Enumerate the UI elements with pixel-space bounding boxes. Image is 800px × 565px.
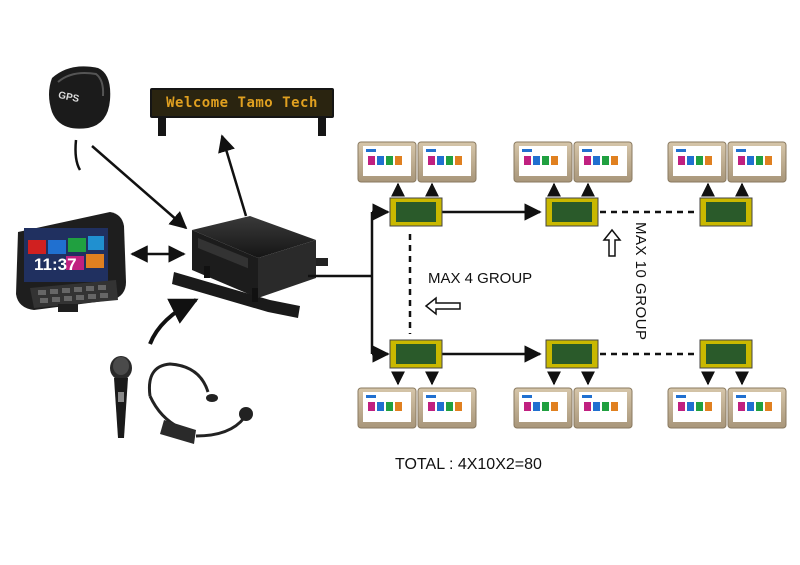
monitor-feed-arrows (391, 182, 749, 386)
led-sign-icon (150, 88, 334, 136)
passenger-monitor-bottom-6 (727, 387, 787, 429)
main-controller-device (172, 216, 328, 318)
passenger-monitor-bottom-3 (513, 387, 573, 429)
passenger-monitor-top-2 (417, 141, 477, 183)
passenger-monitor-top-6 (727, 141, 787, 183)
controller-boards (389, 197, 753, 369)
controller-board-top-2 (545, 197, 599, 227)
controller-board-bottom-10 (699, 339, 753, 369)
passenger-monitor-top-3 (513, 141, 573, 183)
max-10-group-label: MAX 10 GROUP (632, 222, 649, 341)
max-10-hollow-arrow (602, 228, 622, 257)
passenger-monitor-top-1 (357, 141, 417, 183)
network-connection-lines (308, 203, 542, 363)
max-4-group-label: MAX 4 GROUP (428, 270, 533, 287)
passenger-monitor-bottom-1 (357, 387, 417, 429)
max-4-hollow-arrow (424, 296, 461, 316)
passenger-monitor-top-4 (573, 141, 633, 183)
controller-to-led-sign-arrow (218, 134, 248, 217)
handheld-microphone-icon (110, 356, 132, 438)
terminal-clock-text: 11:37 (34, 255, 77, 274)
controller-board-bottom-2 (545, 339, 599, 369)
headset-microphone-icon (147, 362, 253, 444)
microphone-to-controller-arrow (148, 298, 199, 345)
driver-terminal-icon (16, 212, 126, 312)
extension-dotted-lines (408, 210, 698, 356)
controller-board-bottom-1 (389, 339, 443, 369)
passenger-monitor-bottom-4 (573, 387, 633, 429)
total-count-label: TOTAL : 4X10X2=80 (395, 456, 542, 473)
led-sign-text: Welcome Tamo Tech (166, 95, 318, 111)
passenger-monitor-bottom-2 (417, 387, 477, 429)
passenger-monitor-top-5 (667, 141, 727, 183)
controller-board-top-1 (389, 197, 443, 227)
gps-to-controller-arrow (91, 145, 188, 230)
passenger-monitor-bottom-5 (667, 387, 727, 429)
controller-board-top-10 (699, 197, 753, 227)
passenger-monitors (357, 141, 787, 429)
gps-antenna-icon (49, 66, 111, 171)
